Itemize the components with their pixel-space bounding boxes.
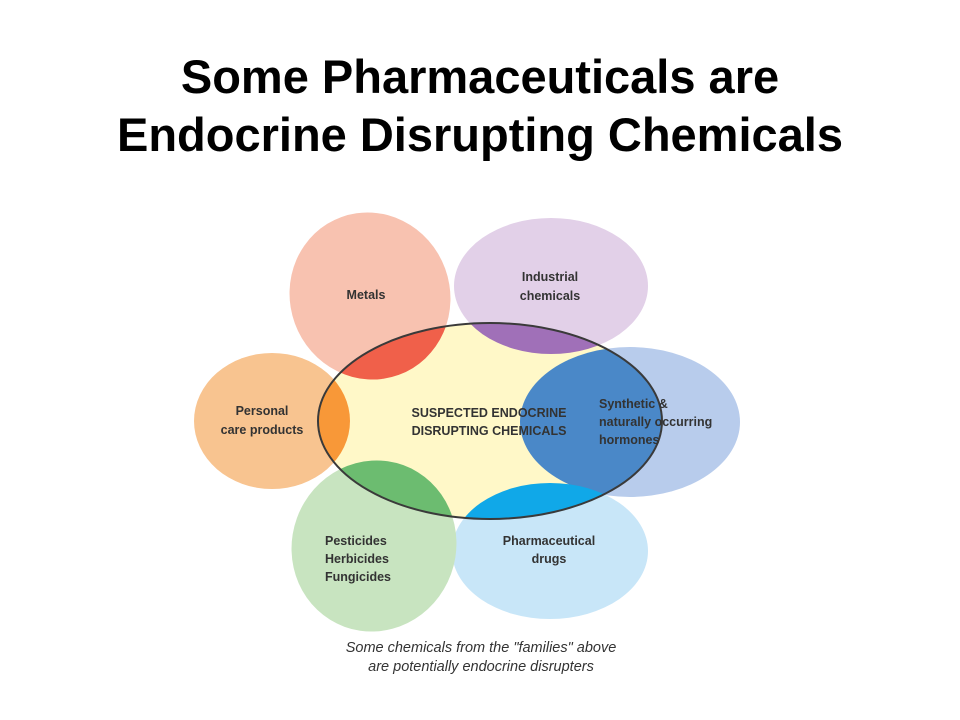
pharma-label-line-2: drugs: [532, 552, 567, 566]
pharma-label-line-1: Pharmaceutical: [503, 534, 595, 548]
center-label-line-1: SUSPECTED ENDOCRINE: [412, 406, 567, 420]
personal-label-line-2: care products: [221, 423, 304, 437]
hormones-label-line-3: hormones: [599, 433, 659, 447]
center-label-line-2: DISRUPTING CHEMICALS: [412, 424, 567, 438]
hormones-label-line-1: Synthetic &: [599, 397, 668, 411]
pesticides-label-line-2: Herbicides: [325, 552, 389, 566]
caption-line-1: Some chemicals from the "families" above: [346, 640, 617, 656]
caption-line-2: are potentially endocrine disrupters: [368, 659, 594, 675]
pesticides-label-line-3: Fungicides: [325, 570, 391, 584]
personal-petal: [194, 353, 350, 489]
metals-label: Metals: [347, 288, 386, 302]
personal-label-line-1: Personal: [236, 404, 289, 418]
industrial-petal: [454, 218, 648, 354]
industrial-label-line-2: chemicals: [520, 289, 581, 303]
slide-title-line-2: Endocrine Disrupting Chemicals: [116, 108, 844, 161]
slide-title-line-1: Some Pharmaceuticals are: [180, 50, 780, 103]
industrial-label-line-1: Industrial: [522, 270, 578, 284]
center-ellipse-outline: [317, 322, 663, 520]
pesticides-label-line-1: Pesticides: [325, 534, 387, 548]
hormones-overlap: [520, 347, 662, 497]
hormones-label-line-2: naturally occurring: [599, 415, 712, 429]
slide-title: Some Pharmaceuticals are Endocrine Disru…: [0, 48, 960, 164]
